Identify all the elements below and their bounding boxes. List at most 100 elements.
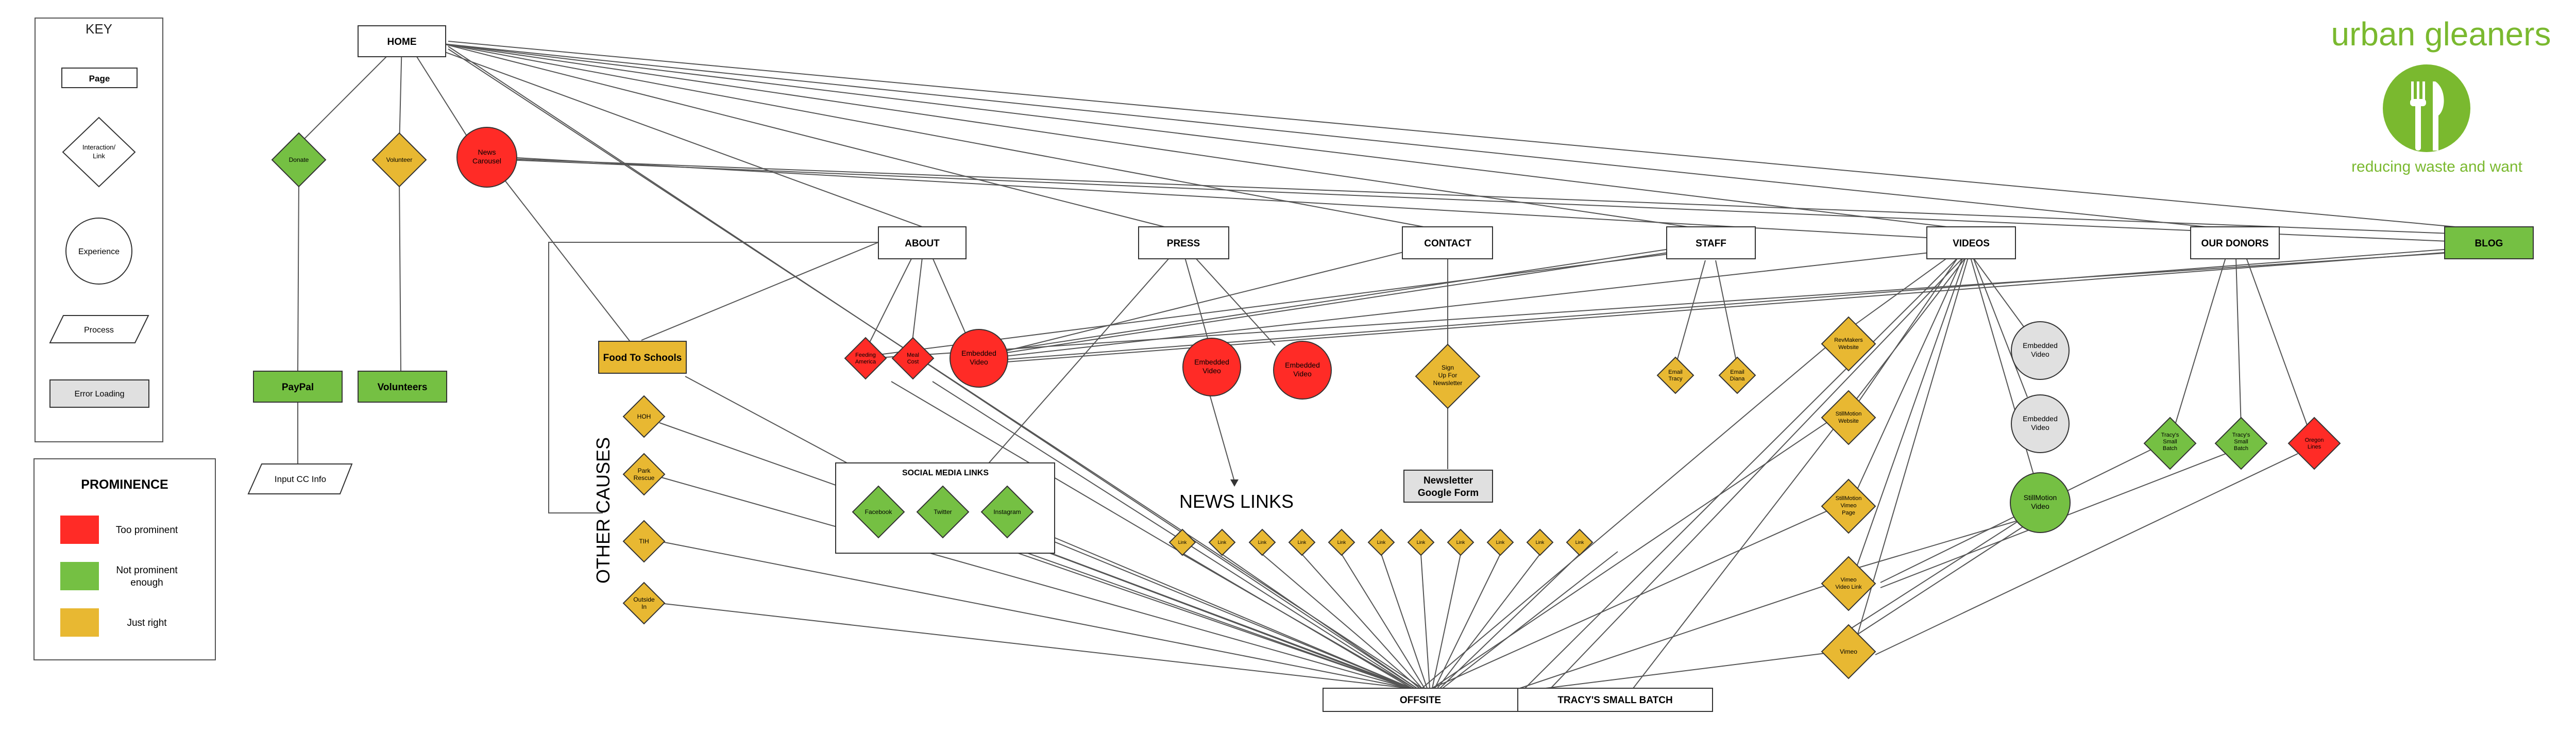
link-stillmotion-website[interactable]: StillMotion Website <box>1822 391 1875 444</box>
news-link-label: Link <box>1218 540 1227 545</box>
other-causes-label: OTHER CAUSES <box>592 437 614 584</box>
news-link[interactable]: Link <box>1408 529 1434 555</box>
news-link[interactable]: Link <box>1368 529 1394 555</box>
news-link-label: Link <box>1496 540 1505 545</box>
label-not-prominent-2: enough <box>130 577 163 588</box>
page-staff[interactable]: STAFF <box>1667 227 1755 259</box>
link-volunteer-label: Volunteer <box>386 156 413 163</box>
experience-videos-embedded-1[interactable]: Embedded Video <box>2011 322 2069 379</box>
page-paypal-label: PayPal <box>282 382 314 393</box>
prominence-panel: PROMINENCE Too prominent Not prominent e… <box>34 459 215 660</box>
link-tracys-small-batch-2[interactable]: Tracy's Small Batch <box>2215 418 2267 469</box>
link-feeding-america[interactable]: Feeding America <box>845 338 886 379</box>
link-instagram-label: Instagram <box>993 508 1021 516</box>
link-meal-cost[interactable]: Meal Cost <box>892 338 934 379</box>
page-food-to-schools[interactable]: Food To Schools <box>599 341 686 373</box>
news-link[interactable]: Link <box>1448 529 1473 555</box>
link-sign-up-label-2: Up For <box>1438 372 1458 379</box>
page-newsletter-form[interactable]: Newsletter Google Form <box>1404 470 1493 502</box>
news-link-label: Link <box>1536 540 1545 545</box>
process-input-cc[interactable]: Input CC Info <box>248 464 352 494</box>
swatch-just-right <box>60 608 99 637</box>
link-stillmotion-vimeo-page[interactable]: StillMotion Vimeo Page <box>1822 479 1875 533</box>
page-contact[interactable]: CONTACT <box>1402 227 1493 259</box>
experience-about-embedded-video[interactable]: Embedded Video <box>950 329 1008 387</box>
news-link[interactable]: Link <box>1329 529 1354 555</box>
link-donate[interactable]: Donate <box>272 133 326 187</box>
link-volunteer[interactable]: Volunteer <box>372 133 426 187</box>
press-video2-label-2: Video <box>1293 370 1312 378</box>
news-carousel-label-1: News <box>478 148 496 156</box>
news-link[interactable]: Link <box>1487 529 1513 555</box>
link-email-diana-label-1: Email <box>1730 369 1744 375</box>
experience-press-embedded-video-2[interactable]: Embedded Video <box>1274 341 1331 399</box>
page-about[interactable]: ABOUT <box>878 227 966 259</box>
link-outside-in-label-2: In <box>641 603 647 610</box>
link-oregon-lines[interactable]: Oregon Lines <box>2289 418 2340 469</box>
link-park-rescue-label-1: Park <box>638 467 651 474</box>
key-experience-label: Experience <box>78 247 120 256</box>
link-tracy2-label-1: Tracy's <box>2232 432 2250 438</box>
experience-videos-embedded-2[interactable]: Embedded Video <box>2011 395 2069 453</box>
about-video-label-2: Video <box>970 358 988 366</box>
stillmotion-video-label-2: Video <box>2031 502 2049 510</box>
key-error-label: Error Loading <box>75 390 125 399</box>
news-link[interactable]: Link <box>1289 529 1315 555</box>
page-blog-label: BLOG <box>2475 238 2503 249</box>
link-sign-up-newsletter[interactable]: Sign Up For Newsletter <box>1416 344 1480 408</box>
social-media-title: SOCIAL MEDIA LINKS <box>902 469 989 477</box>
label-not-prominent-1: Not prominent <box>116 565 178 576</box>
page-our-donors[interactable]: OUR DONORS <box>2191 227 2279 259</box>
link-tih[interactable]: TIH <box>623 521 665 562</box>
link-tracy1-label-1: Tracy's <box>2161 432 2179 438</box>
link-revmakers-website[interactable]: RevMakers Website <box>1822 317 1875 371</box>
link-outside-in[interactable]: Outside In <box>623 583 665 624</box>
page-offsite[interactable]: OFFSITE <box>1323 688 1518 711</box>
videos-emb1-label-2: Video <box>2031 350 2049 358</box>
news-link[interactable]: Link <box>1170 529 1195 555</box>
link-hoh[interactable]: HOH <box>623 396 665 437</box>
link-email-tracy[interactable]: Email Tracy <box>1657 357 1693 393</box>
key-interaction-label-1: Interaction/ <box>82 143 116 151</box>
link-revmakers-label-1: RevMakers <box>1834 337 1863 343</box>
link-hoh-label: HOH <box>637 413 651 420</box>
videos-emb2-label-1: Embedded <box>2023 414 2058 423</box>
page-blog[interactable]: BLOG <box>2445 227 2533 259</box>
page-paypal[interactable]: PayPal <box>253 371 342 402</box>
experience-news-carousel[interactable]: News Carousel <box>457 127 517 187</box>
page-about-label: ABOUT <box>905 238 940 249</box>
page-videos[interactable]: VIDEOS <box>1927 227 2015 259</box>
press-video2-label-1: Embedded <box>1285 361 1320 369</box>
about-video-label-1: Embedded <box>961 349 996 357</box>
page-home-label: HOME <box>387 37 417 47</box>
news-link-label: Link <box>1337 540 1346 545</box>
link-vimeo[interactable]: Vimeo <box>1822 625 1875 678</box>
news-link-label: Link <box>1298 540 1307 545</box>
link-feeding-america-label-2: America <box>855 359 876 365</box>
link-vimeo-video-label-1: Vimeo <box>1841 577 1857 583</box>
experience-stillmotion-video[interactable]: StillMotion Video <box>2010 473 2070 533</box>
swatch-not-prominent <box>60 562 99 590</box>
news-links-row: Link Link Link Link Link Link Link Link … <box>1170 529 1592 555</box>
page-home[interactable]: HOME <box>358 26 446 57</box>
link-tracys-small-batch-1[interactable]: Tracy's Small Batch <box>2144 418 2196 469</box>
link-stillmotion-web-label-2: Website <box>1838 418 1859 424</box>
link-email-diana[interactable]: Email Diana <box>1719 357 1755 393</box>
page-volunteers[interactable]: Volunteers <box>358 371 447 402</box>
news-carousel-label-2: Carousel <box>472 157 501 165</box>
news-link[interactable]: Link <box>1567 529 1592 555</box>
link-facebook-label: Facebook <box>865 508 893 516</box>
link-donate-label: Donate <box>289 156 309 163</box>
link-park-rescue[interactable]: Park Rescue <box>623 454 665 495</box>
news-link[interactable]: Link <box>1527 529 1553 555</box>
link-stillmotion-vimeo-label-2: Vimeo <box>1841 503 1857 509</box>
page-press[interactable]: PRESS <box>1139 227 1229 259</box>
brand-tagline: reducing waste and want <box>2351 158 2523 175</box>
link-stillmotion-web-label-1: StillMotion <box>1836 411 1862 417</box>
link-oregon-label-1: Oregon <box>2305 437 2324 443</box>
experience-press-embedded-video-1[interactable]: Embedded Video <box>1183 338 1241 396</box>
news-link-label: Link <box>1258 540 1267 545</box>
news-link[interactable]: Link <box>1249 529 1275 555</box>
page-tracys-small-batch[interactable]: TRACY'S SMALL BATCH <box>1518 688 1713 711</box>
link-park-rescue-label-2: Rescue <box>634 474 655 482</box>
